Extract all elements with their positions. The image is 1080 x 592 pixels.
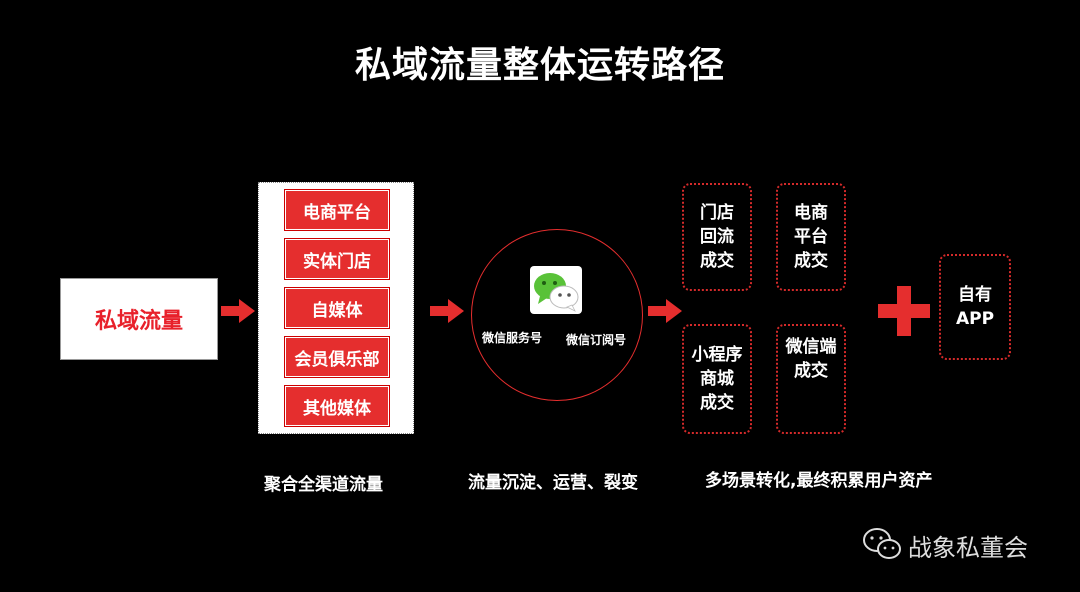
conversion-store-box: 门店 回流 成交	[682, 183, 752, 291]
own-app-line2: APP	[955, 309, 995, 329]
own-app-line1: 自有	[957, 285, 992, 305]
arrow-right-icon	[430, 299, 464, 323]
caption-convert: 多场景转化,最终积累用户资产	[705, 471, 933, 491]
plus-icon	[878, 286, 930, 336]
conversion-miniprogram-label: 小程序 商城 成交	[691, 345, 743, 413]
wechat-logo-icon	[530, 266, 582, 314]
channel-item: 其他媒体	[285, 386, 389, 426]
private-traffic-box: 私域流量	[60, 278, 218, 360]
conversion-wechat-label: 微信端 成交	[785, 337, 837, 381]
conversion-store-label: 门店 回流 成交	[700, 203, 734, 271]
wechat-watermark-icon	[863, 528, 901, 559]
page-title: 私域流量整体运转路径	[354, 45, 725, 86]
service-account-label: 微信服务号	[482, 331, 543, 345]
private-traffic-label: 私域流量	[94, 309, 183, 334]
arrow-right-icon	[221, 299, 255, 323]
subscription-account-label: 微信订阅号	[566, 333, 627, 347]
caption-aggregate: 聚合全渠道流量	[264, 475, 383, 495]
own-app-box: 自有 APP	[939, 254, 1011, 360]
wechat-circle	[471, 229, 643, 401]
channel-item: 实体门店	[285, 239, 389, 279]
channel-item: 电商平台	[285, 190, 389, 230]
channel-item: 自媒体	[285, 288, 389, 328]
channel-item: 会员俱乐部	[285, 337, 389, 377]
arrow-right-icon	[648, 299, 682, 323]
conversion-wechat-box: 微信端 成交	[776, 324, 846, 434]
channel-box: 电商平台 实体门店 自媒体 会员俱乐部 其他媒体	[258, 182, 414, 434]
conversion-miniprogram-box: 小程序 商城 成交	[682, 324, 752, 434]
conversion-ecommerce-box: 电商 平台 成交	[776, 183, 846, 291]
caption-retain: 流量沉淀、运营、裂变	[468, 473, 638, 493]
conversion-ecommerce-label: 电商 平台 成交	[794, 203, 828, 271]
watermark-text: 战象私董会	[908, 534, 1028, 562]
